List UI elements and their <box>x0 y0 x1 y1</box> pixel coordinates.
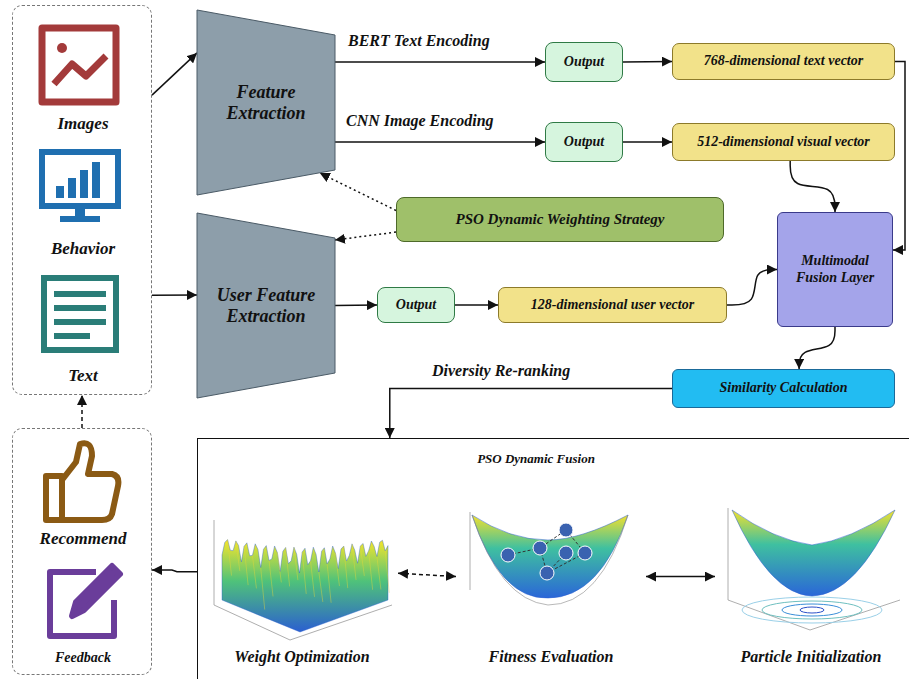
surface-ridge <box>327 564 331 603</box>
plot-panel: Weight Optimization <box>206 506 398 674</box>
surface-ridge <box>302 552 306 594</box>
connector-arrow <box>390 389 672 439</box>
input-panel: ImagesBehaviorText <box>12 5 152 395</box>
surface-ridge <box>286 547 290 586</box>
surface-ridge <box>228 540 232 576</box>
node-label: Fitness Evaluation <box>456 648 646 666</box>
node-label: Particle Initialization <box>715 648 907 666</box>
node-text: Feature Extraction <box>204 82 328 123</box>
connector-arrow <box>81 395 83 428</box>
surface-ridge <box>360 546 364 576</box>
behavior-icon <box>42 152 118 222</box>
connector-arrow <box>335 141 545 143</box>
text-icon <box>44 278 116 350</box>
surface-ridge <box>369 551 373 590</box>
rugged-surface <box>222 540 388 632</box>
connector-arrow <box>398 573 456 576</box>
surface-ridge <box>277 552 281 582</box>
output-box: Output <box>377 287 455 323</box>
fitness-evaluation-plot <box>470 512 628 605</box>
output-box: Output <box>545 42 623 82</box>
vector-box: 128-dimensional user vector <box>498 287 727 323</box>
edge-label: CNN Image Encoding <box>344 112 496 130</box>
node-text: Output <box>558 54 610 70</box>
node-text: 768-dimensional text vector <box>698 53 869 69</box>
connector-arrow <box>893 62 905 250</box>
feedback-panel: RecommendFeedback <box>12 428 152 675</box>
surface-ridge <box>261 568 265 610</box>
node-text: Multimodal Fusion Layer <box>779 253 891 285</box>
connector-arrow <box>335 61 545 63</box>
plot-panel: Fitness Evaluation <box>456 506 646 674</box>
plot-panel: Particle Initialization <box>715 506 907 674</box>
strategy-box: PSO Dynamic Weighting Strategy <box>396 197 724 242</box>
connector-arrow <box>623 141 672 143</box>
surface-ridge <box>252 555 256 588</box>
connector-arrow <box>790 161 835 212</box>
connector-arrow <box>455 304 498 306</box>
connector-arrow <box>646 576 715 578</box>
connector-arrow <box>335 232 396 240</box>
vector-box: 512-dimensional visual vector <box>672 123 895 161</box>
surface-ridge <box>269 560 273 596</box>
surface-ridge <box>294 547 298 580</box>
node-label: Images <box>13 114 153 134</box>
node-text: 128-dimensional user vector <box>525 297 700 313</box>
connector-arrow <box>623 61 672 63</box>
edge-label: BERT Text Encoding <box>346 32 492 50</box>
weight-optimization-plot <box>214 520 392 640</box>
surface-ridge <box>377 557 381 590</box>
node-text: Output <box>558 134 610 150</box>
surface-ridge <box>236 541 240 571</box>
node-text: Similarity Calculation <box>714 380 854 396</box>
node-text: PSO Dynamic Weighting Strategy <box>449 211 670 228</box>
feature-extraction-block: Feature Extraction <box>197 10 335 195</box>
node-label: Feedback <box>13 650 153 666</box>
connector-arrow <box>727 270 777 306</box>
surface-ridge <box>385 551 389 593</box>
particle-initialization-plot <box>728 508 900 630</box>
node-label: Behavior <box>13 239 153 259</box>
trapezoid-outline <box>197 213 335 398</box>
similarity-box: Similarity Calculation <box>672 369 895 408</box>
connector-arrow <box>152 570 197 572</box>
output-box: Output <box>545 122 623 162</box>
surface-ridge <box>244 546 248 585</box>
fusion-layer-box: Multimodal Fusion Layer <box>777 212 893 327</box>
user-feature-extraction-block: User Feature Extraction <box>197 213 335 398</box>
surface-ridge <box>319 572 323 602</box>
connector-arrow <box>152 294 197 296</box>
pso-fusion-frame: Weight Optimization Fitness Evaluation Par… <box>197 438 909 679</box>
connector-arrow <box>799 327 835 369</box>
node-label: PSO Dynamic Fusion <box>198 451 874 467</box>
trapezoid-outline <box>197 10 335 195</box>
thumbs-up-icon <box>46 443 118 520</box>
node-label: Recommend <box>13 529 153 549</box>
node-label: Text <box>13 366 153 386</box>
surface-ridge <box>335 553 339 586</box>
surface-ridge <box>352 544 356 580</box>
surface-ridge <box>344 546 348 588</box>
feedback-icon <box>50 566 120 636</box>
vector-box: 768-dimensional text vector <box>672 43 895 80</box>
node-label: Weight Optimization <box>206 648 398 666</box>
connector-arrow <box>152 53 197 95</box>
images-icon <box>42 28 116 102</box>
surface-ridge <box>311 561 315 597</box>
connector-arrow <box>320 173 396 211</box>
connector-arrow <box>335 304 377 306</box>
node-text: Output <box>390 297 442 313</box>
node-text: 512-dimensional visual vector <box>691 134 876 150</box>
node-text: User Feature Extraction <box>201 285 331 326</box>
edge-label: Diversity Re-ranking <box>430 362 572 380</box>
